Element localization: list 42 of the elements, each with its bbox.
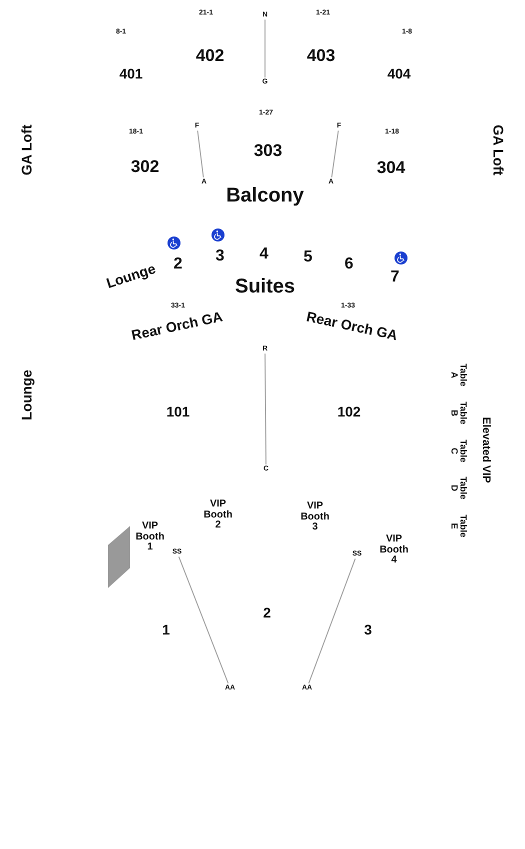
area-label: Lounge bbox=[20, 370, 34, 420]
table-label: Table D bbox=[448, 476, 468, 500]
booth-label: VIP Booth 4 bbox=[380, 534, 408, 566]
table-label: Table A bbox=[448, 364, 468, 386]
section-label: 403 bbox=[306, 47, 336, 65]
area-label: Rear Orch GA bbox=[130, 309, 224, 343]
section-label: 401 bbox=[119, 66, 143, 82]
suite-number: 2 bbox=[174, 256, 182, 274]
booth-label: VIP Booth 3 bbox=[300, 501, 330, 533]
table-label: Table B bbox=[448, 402, 468, 424]
row-line bbox=[264, 19, 266, 78]
area-label: GA Loft bbox=[20, 124, 34, 176]
row-line bbox=[331, 130, 339, 178]
booth-label: VIP Booth 1 bbox=[136, 521, 164, 553]
level-label: Suites bbox=[234, 276, 296, 298]
section-label: 3 bbox=[364, 622, 372, 638]
row-line bbox=[197, 130, 204, 178]
area-label: Rear Orch GA bbox=[305, 309, 399, 343]
section-label: 1 bbox=[162, 622, 170, 638]
section-label: 302 bbox=[130, 158, 160, 176]
row-line bbox=[308, 558, 356, 684]
table-label: Table E bbox=[448, 514, 468, 538]
level-label: Balcony bbox=[226, 186, 304, 206]
section-label: 2 bbox=[263, 606, 271, 620]
row-line bbox=[264, 353, 266, 465]
section-label: 102 bbox=[337, 404, 361, 420]
table-label: Table C bbox=[448, 440, 468, 462]
suite-number: 5 bbox=[304, 250, 312, 266]
suite-number: 3 bbox=[216, 248, 224, 266]
section-label: 404 bbox=[387, 66, 411, 82]
section-label: 304 bbox=[376, 159, 406, 177]
suite-number: 6 bbox=[344, 256, 354, 274]
suite-number: 7 bbox=[390, 270, 400, 286]
section-label: 303 bbox=[254, 142, 282, 160]
booth-label: VIP Booth 2 bbox=[204, 499, 232, 531]
row-line bbox=[178, 556, 229, 684]
section-label: 101 bbox=[166, 404, 190, 420]
area-label: Elevated VIP bbox=[479, 416, 491, 484]
area-label: GA Loft bbox=[490, 124, 506, 176]
suite-number: 4 bbox=[260, 246, 268, 264]
section-label: 402 bbox=[196, 47, 224, 65]
area-label: Lounge bbox=[104, 261, 158, 291]
